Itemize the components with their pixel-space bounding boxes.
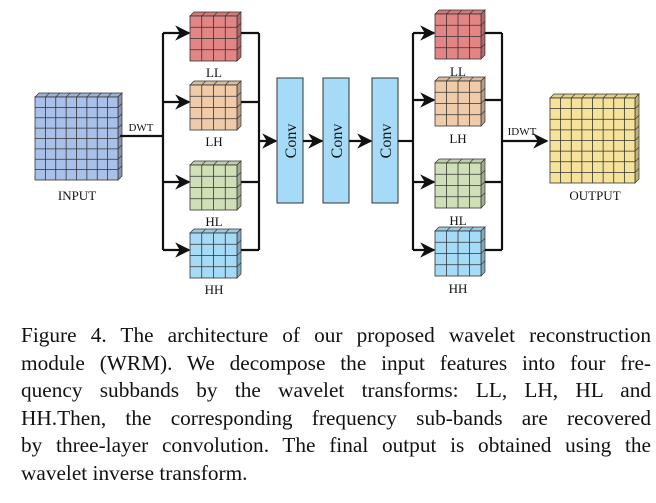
- conv-label-2: Conv: [329, 124, 346, 159]
- caption-line: module (WRM). We decompose the input fea…: [21, 350, 651, 375]
- subband-cube-ll: [189, 11, 242, 62]
- conv-label-1: Conv: [283, 124, 300, 159]
- recovered-subband-cube-lh: [434, 76, 486, 127]
- subband-cube-lh: [189, 80, 242, 131]
- caption-line: HH.Then, the corresponding frequency sub…: [21, 405, 651, 430]
- recovered-subband-cube-hl: [434, 158, 486, 209]
- subband-label-hl: HL: [205, 214, 222, 229]
- subband-cube-hl: [189, 160, 242, 211]
- dwt-label: DWT: [128, 122, 153, 134]
- caption-line: Figure 4. The architecture of our propos…: [21, 323, 651, 347]
- wrm-architecture-diagram: INPUT DWT LL LH HL HH Conv Conv Conv LL LH HL HH IDWT…: [34, 9, 640, 297]
- caption-line: quency subbands by the wavelet transform…: [21, 378, 651, 402]
- figure-caption: Figure 4. The architecture of our propos…: [21, 322, 651, 487]
- subband-label-lh: LH: [205, 134, 222, 149]
- subband-cube-hh: [189, 228, 242, 279]
- recovered-subband-label-ll: LL: [450, 64, 466, 79]
- conv-block-1: [276, 77, 304, 204]
- recovered-subband-label-lh: LH: [449, 131, 466, 146]
- conv-block-2: [322, 77, 350, 204]
- recovered-subband-cube-ll: [434, 9, 486, 60]
- caption-line: by three-layer convolution. The final ou…: [21, 433, 651, 457]
- subband-label-hh: HH: [205, 282, 224, 297]
- recovered-subband-label-hl: HL: [449, 213, 466, 228]
- caption-line: wavelet inverse transform.: [21, 460, 248, 485]
- output-feature-cube: [549, 93, 640, 184]
- subband-label-ll: LL: [206, 65, 222, 80]
- output-label: OUTPUT: [569, 188, 620, 203]
- input-feature-cube: [34, 92, 123, 181]
- conv-label-3: Conv: [378, 124, 395, 159]
- conv-block-3: [371, 77, 399, 204]
- recovered-subband-label-hh: HH: [449, 281, 468, 296]
- input-label: INPUT: [58, 188, 96, 203]
- recovered-subband-cube-hh: [434, 226, 486, 277]
- idwt-label: IDWT: [508, 126, 537, 138]
